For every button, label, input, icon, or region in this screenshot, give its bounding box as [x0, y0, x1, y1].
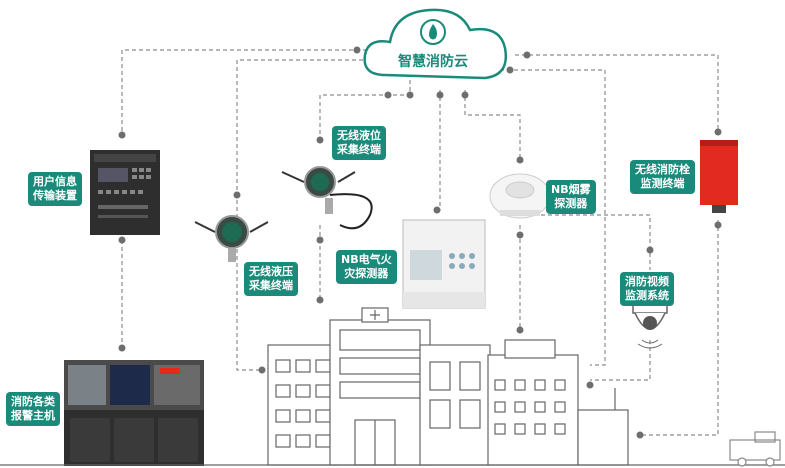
user-info-label: 用户信息 传输装置: [28, 172, 82, 206]
wireless-pressure-label: 无线液压 采集终端: [244, 262, 298, 296]
alarm-host-label: 消防各类 报警主机: [6, 392, 60, 426]
hydrant-label: 无线消防栓 监测终端: [630, 160, 695, 194]
cloud-shape: 智慧消防云: [363, 8, 508, 80]
fire-truck-icon: [729, 431, 781, 467]
nb-smoke-label: NB烟雾 探测器: [546, 180, 596, 214]
video-label: 消防视频 监测系统: [620, 272, 674, 306]
wireless-level-label: 无线液位 采集终端: [332, 126, 386, 160]
camera-icon: [632, 304, 668, 349]
nb-electric-label: NB电气火 灾探测器: [336, 250, 397, 284]
alarm-host-console-image: [64, 360, 204, 466]
level-terminal-image: [281, 166, 373, 230]
electric-detector-image: [402, 219, 486, 309]
hydrant-terminal-image: [700, 140, 738, 213]
smoke-detector-image: [489, 173, 551, 219]
buildings-line-art: [0, 307, 785, 466]
connection-dots: [118, 46, 722, 439]
connection-lines: [121, 49, 719, 436]
pressure-terminal-image: [194, 215, 269, 262]
cloud-title: 智慧消防云: [397, 53, 468, 70]
transmission-device-image: [90, 150, 160, 235]
